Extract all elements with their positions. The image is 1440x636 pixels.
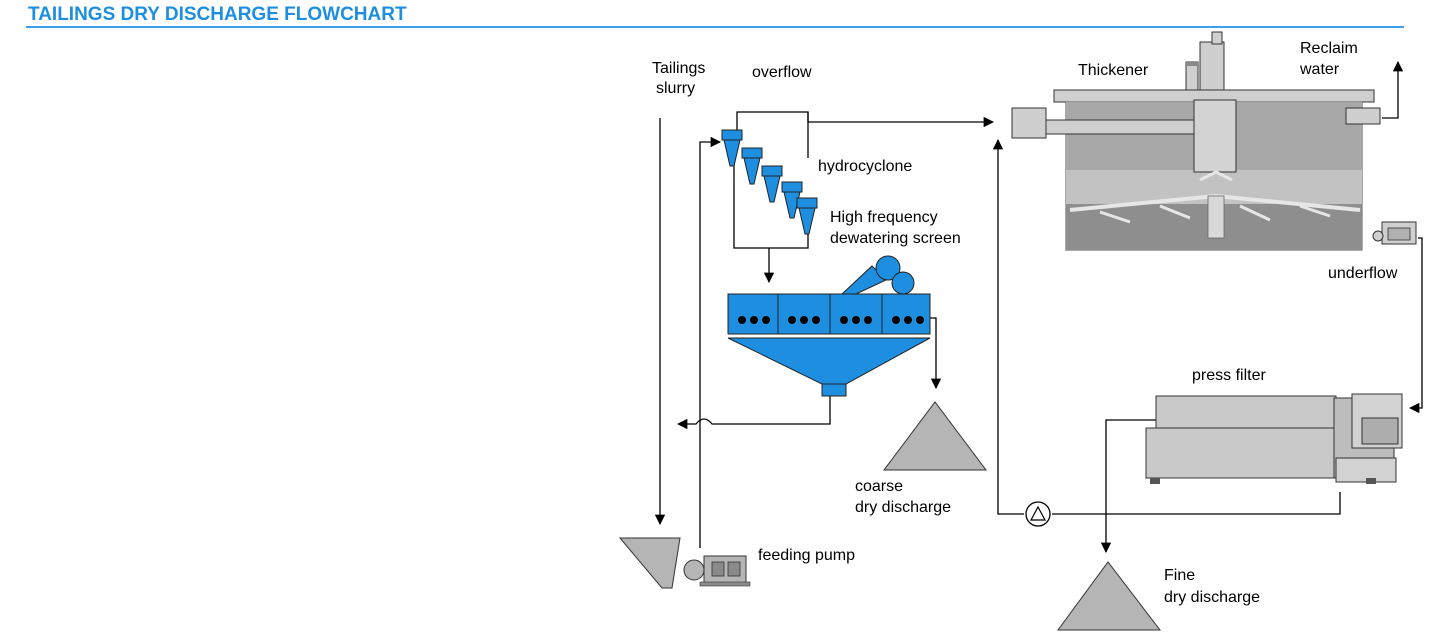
pump-to-cyclone-line <box>699 136 722 548</box>
coarse-label-2: dry discharge <box>855 499 951 516</box>
screen-label-1: High frequency <box>830 209 938 226</box>
tailings-slurry-label-1: Tailings <box>652 60 705 77</box>
return-to-thickener-line <box>992 138 1024 515</box>
overflow-label: overflow <box>752 64 812 81</box>
feeding-pump-label: feeding pump <box>758 547 855 564</box>
thickener-label: Thickener <box>1078 62 1149 79</box>
reclaim-water-line <box>1382 60 1404 119</box>
press-filter-icon <box>1145 393 1403 484</box>
page-title: TAILINGS DRY DISCHARGE FLOWCHART <box>28 4 407 25</box>
press-to-fine-line <box>1100 419 1160 554</box>
hydrocyclone-label: hydrocyclone <box>818 158 912 175</box>
screen-return-line <box>676 396 831 430</box>
reclaim-water-label-1: Reclaim <box>1300 40 1358 57</box>
hopper-icon <box>618 537 681 589</box>
press-filter-label: press filter <box>1192 367 1266 384</box>
pump-icon <box>683 555 751 587</box>
coarse-pile-icon <box>883 401 987 471</box>
coarse-label-1: coarse <box>855 478 903 495</box>
cyclone-underflow-line <box>733 150 809 249</box>
screen-icon <box>727 255 931 397</box>
screen-to-coarse-line <box>930 317 942 390</box>
thickener-icon <box>1011 31 1417 251</box>
tailings-slurry-label-2: slurry <box>656 80 695 97</box>
return-pump-icon <box>1025 501 1051 527</box>
hydrocyclone-icon <box>721 129 818 235</box>
underflow-line <box>1408 237 1423 414</box>
overflow-line <box>736 111 995 130</box>
screen-label-2: dewatering screen <box>830 230 961 247</box>
reclaim-water-label-2: water <box>1299 61 1340 78</box>
filtrate-return-line <box>1052 492 1341 515</box>
underflow-label: underflow <box>1328 265 1398 282</box>
fine-label-1: Fine <box>1164 567 1195 584</box>
title-rule <box>26 26 1404 28</box>
fine-label-2: dry discharge <box>1164 589 1260 606</box>
fine-pile-icon <box>1057 561 1162 631</box>
